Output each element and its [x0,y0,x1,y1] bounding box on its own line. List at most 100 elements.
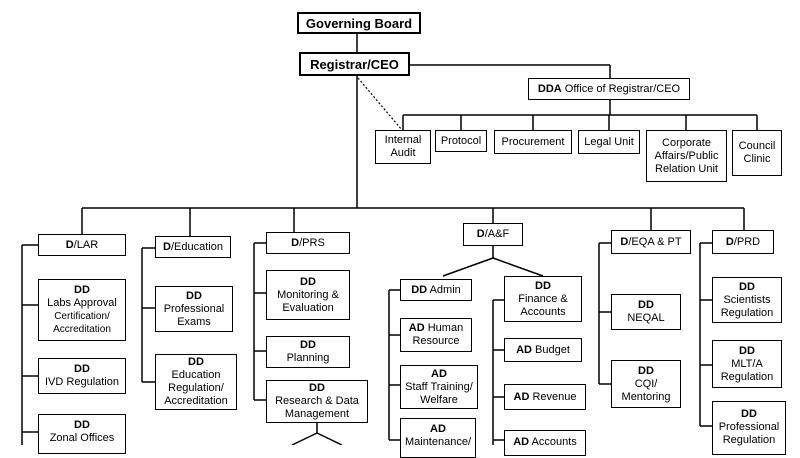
finance-line-1: Finance & [518,292,568,305]
directorate-prd-box: D/PRD [712,230,774,254]
budget-ad: AD [516,343,532,356]
staff-training-ad: AD [431,367,447,380]
professional-exams-box: DD Professional Exams [155,286,233,332]
dda-abbrev: DDA [537,82,562,95]
directorate-eqa-box: D/EQA & PT [611,230,691,254]
professional-regulation-line-1: Professional [718,421,780,433]
accounts-text: Accounts [529,436,577,448]
professional-exams-dd: DD [186,289,202,302]
directorate-lar-box: D/LAR [38,234,126,256]
directorate-education-box: D/Education [155,236,231,258]
monitoring-evaluation-box: DD Monitoring & Evaluation [266,270,350,320]
finance-line-2: Accounts [520,305,566,318]
mlt-line-1: MLT/A [731,357,763,370]
procurement-label: Procurement [501,135,565,148]
eqa-prefix: D [620,235,629,248]
maintenance-ad: AD [430,423,446,435]
finance-accounts-box: DD Finance & Accounts [504,276,582,322]
labs-approval-dd: DD [74,284,90,296]
ivd-regulation-box: DD IVD Regulation [38,358,126,394]
maintenance-label: Maintenance/ [404,436,472,448]
education-regulation-box: DD Education Regulation/ Accreditation [155,354,237,410]
accounts-box: AD Accounts [504,430,586,456]
governing-board-box: Governing Board [297,12,421,34]
admin-text: Admin [427,283,461,296]
hr-ad: AD [408,322,425,334]
cqi-line-1: CQI/ [634,377,658,390]
admin-label: DD Admin [411,284,461,297]
corporate-line-1: Corporate [662,136,711,149]
mlt-dd: DD [739,344,755,357]
planning-dd: DD [300,339,316,351]
professional-regulation-dd: DD [741,408,757,420]
council-clinic-box: Council Clinic [732,130,782,176]
dda-office-label: DDA Office of Registrar/CEO [538,83,680,96]
protocol-box: Protocol [435,130,487,152]
human-resource-line-2: Resource [412,335,460,347]
scientists-line-1: Scientists [723,293,771,306]
budget-label: AD Budget [516,344,570,357]
prd-prefix: D [725,235,734,248]
directorate-eqa-label: D/EQA & PT [620,236,681,249]
budget-text: Budget [531,343,570,356]
registrar-ceo-label: Registrar/CEO [310,56,399,72]
directorate-prs-label: D/PRS [291,237,325,250]
legal-unit-box: Legal Unit [578,130,640,154]
prs-prefix: D [291,236,300,249]
directorate-lar-label: D/LAR [66,239,98,252]
neqal-dd: DD [638,299,654,311]
registrar-ceo-box: Registrar/CEO [299,52,410,76]
neqal-box: DD NEQAL [611,294,681,330]
protocol-label: Protocol [440,134,482,147]
corporate-line-3: Relation Unit [655,162,718,175]
staff-training-box: AD Staff Training/ Welfare [400,365,478,409]
directorate-education-label: D/Education [163,241,223,254]
planning-label: Planning [286,352,330,364]
ivd-dd: DD [74,363,90,375]
dda-office-text: Office of Registrar/CEO [561,82,681,95]
prd-name: /PRD [733,235,761,248]
lar-prefix: D [65,238,74,251]
labs-approval-box: DD Labs Approval Certification/ Accredit… [38,279,126,341]
human-resource-line-1: AD Human [409,322,463,335]
council-clinic-line-1: Council [738,140,776,152]
admin-box: DD Admin [400,279,472,301]
lar-name: /LAR [73,238,99,251]
corporate-affairs-box: Corporate Affairs/Public Relation Unit [646,130,727,182]
directorate-prd-label: D/PRD [726,236,760,249]
research-line-1: Research & Data [275,395,359,407]
af-name: /A&F [484,228,510,240]
professional-exams-line-2: Exams [177,315,211,328]
revenue-box: AD Revenue [504,384,586,410]
revenue-text: Revenue [529,390,577,403]
education-name: /Education [170,240,223,253]
internal-audit-box: Internal Audit [375,130,431,164]
eqa-name: /EQA & PT [628,235,682,248]
dda-office-box: DDA Office of Registrar/CEO [528,78,690,100]
finance-dd: DD [535,279,551,292]
mlt-line-2: Regulation [720,370,774,383]
staff-training-line-2: Welfare [420,393,458,406]
af-prefix: D [476,228,485,240]
revenue-ad: AD [513,390,530,403]
zonal-offices-box: DD Zonal Offices [38,414,126,454]
neqal-label: NEQAL [627,312,665,324]
cqi-dd: DD [638,364,654,377]
admin-dd: DD [411,283,428,296]
research-dd: DD [309,382,325,394]
hr-text: Human [424,322,464,334]
ivd-regulation-label: IVD Regulation [45,376,119,388]
professional-regulation-box: DD Professional Regulation [712,401,786,455]
labs-approval-line-2: Certification/ [54,311,110,322]
scientists-regulation-box: DD Scientists Regulation [712,277,782,323]
education-regulation-line-2: Regulation/ [168,382,224,394]
directorate-prs-box: D/PRS [266,232,350,254]
education-regulation-line-1: Education [171,369,221,381]
revenue-label: AD Revenue [514,391,577,404]
zonal-dd: DD [74,419,90,431]
corporate-line-2: Affairs/Public [654,149,719,162]
education-regulation-line-3: Accreditation [164,395,228,407]
research-data-box: DD Research & Data Management [266,380,368,423]
planning-box: DD Planning [266,336,350,368]
legal-unit-label: Legal Unit [584,135,634,148]
